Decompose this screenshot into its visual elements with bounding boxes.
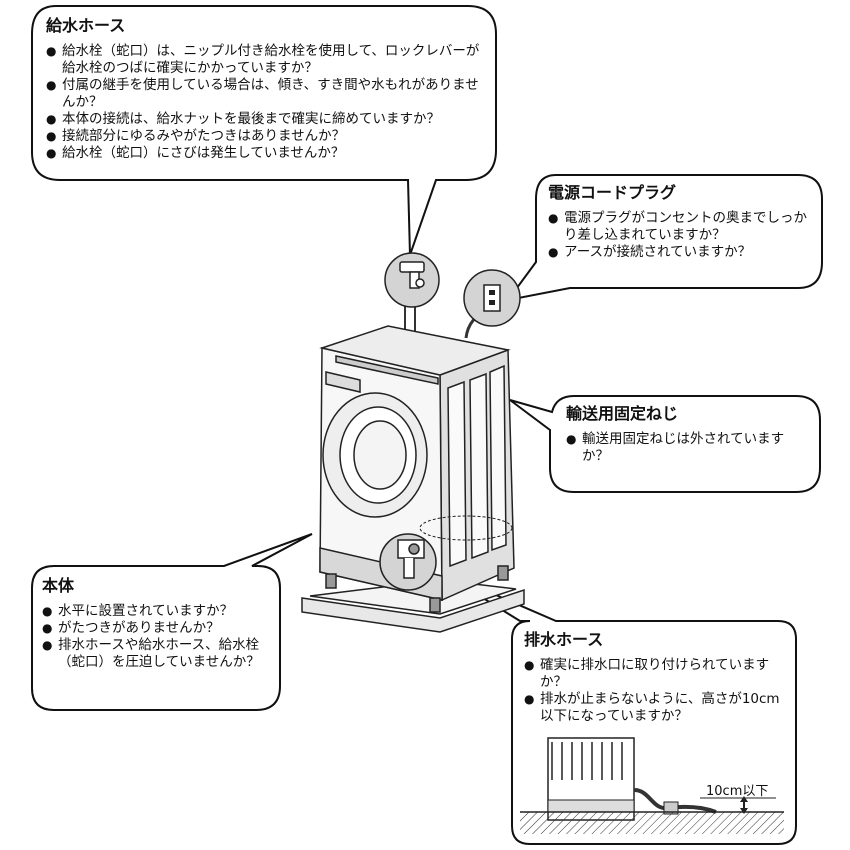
drain-outlet-icon — [397, 539, 425, 579]
list-item: 給水栓（蛇口）は、ニップル付き給水栓を使用して、ロックレバーが給水栓のつばに確実… — [46, 43, 486, 77]
callout-power-plug: 電源コードプラグ 電源プラグがコンセントの奥までしっかり差し込まれていますか？ … — [548, 183, 812, 261]
water-faucet-icon — [399, 261, 425, 289]
power-outlet-icon — [483, 284, 501, 312]
list-item: アースが接続されていますか？ — [548, 244, 812, 261]
list-item: 付属の継手を使用している場合は、傾き、すき間や水もれがありませんか？ — [46, 77, 486, 111]
list-item: 輸送用固定ねじは外されていますか？ — [566, 431, 806, 465]
callout-title: 排水ホース — [524, 630, 604, 649]
callout-title: 本体 — [42, 576, 75, 595]
callout-transport-screw: 輸送用固定ねじ 輸送用固定ねじは外されていますか？ — [566, 404, 806, 465]
list-item: がたつきがありませんか？ — [42, 620, 270, 637]
list-item: 排水が止まらないように、高さが10cm以下になっていますか？ — [524, 691, 786, 725]
callout-title: 給水ホース — [46, 16, 126, 35]
list-item: 排水ホースや給水ホース、給水栓（蛇口）を圧迫していませんか？ — [42, 637, 270, 671]
list-item: 水平に設置されていますか？ — [42, 603, 270, 620]
drain-height-label: 10cm以下 — [706, 784, 769, 799]
callout-title: 電源コードプラグ — [548, 183, 677, 202]
list-item: 接続部分にゆるみやがたつきはありませんか？ — [46, 128, 486, 145]
callout-title: 輸送用固定ねじ — [566, 404, 679, 423]
list-item: 確実に排水口に取り付けられていますか？ — [524, 657, 786, 691]
list-item: 電源プラグがコンセントの奥までしっかり差し込まれていますか？ — [548, 210, 812, 244]
callout-main-body: 本体 水平に設置されていますか？ がたつきがありませんか？ 排水ホースや給水ホー… — [42, 576, 270, 671]
list-item: 給水栓（蛇口）にさびは発生していませんか？ — [46, 145, 486, 162]
callout-water-hose: 給水ホース 給水栓（蛇口）は、ニップル付き給水栓を使用して、ロックレバーが給水栓… — [46, 16, 486, 162]
drain-inset — [520, 737, 784, 834]
callout-drain-hose: 排水ホース 確実に排水口に取り付けられていますか？ 排水が止まらないように、高さ… — [524, 630, 786, 725]
list-item: 本体の接続は、給水ナットを最後まで確実に締めていますか？ — [46, 111, 486, 128]
